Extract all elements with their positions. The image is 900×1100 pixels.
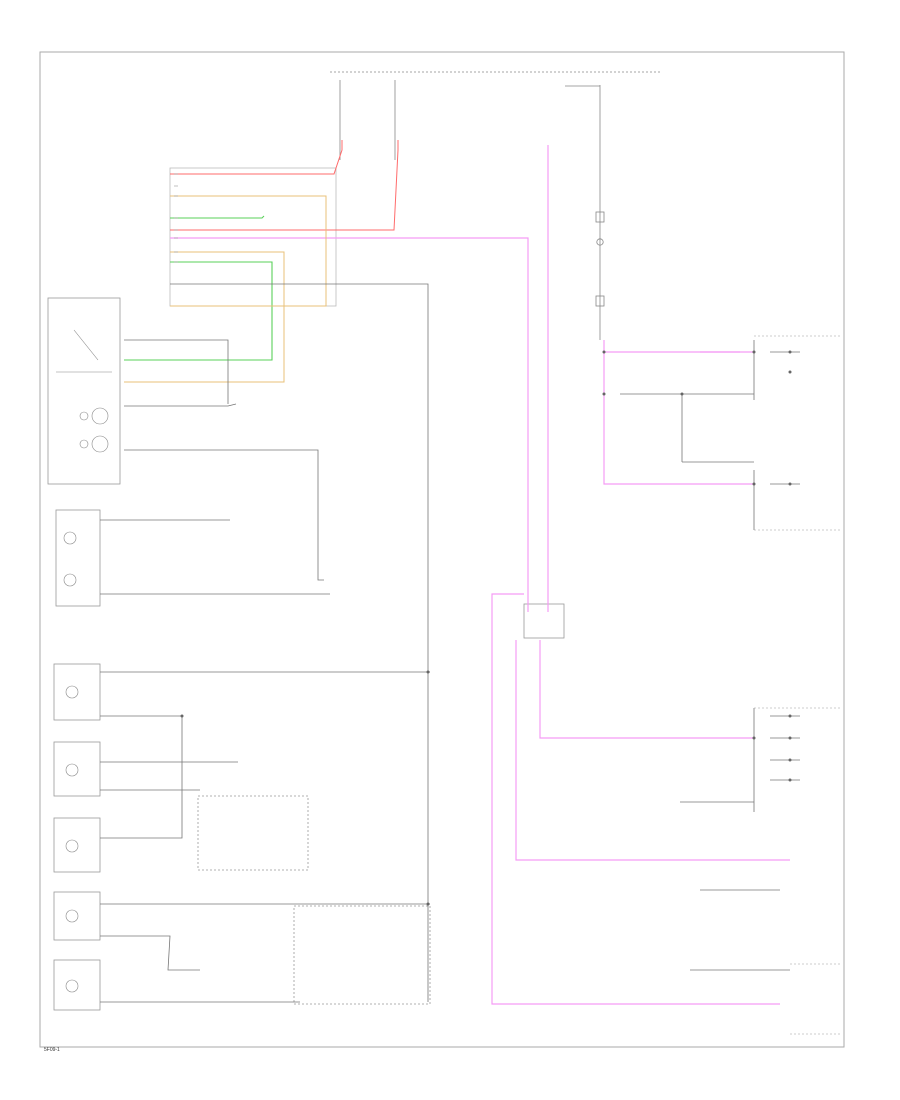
component-outlines xyxy=(47,167,565,1011)
splice-dots xyxy=(180,350,792,906)
wire-tan xyxy=(124,195,327,383)
pin-marks xyxy=(174,173,178,285)
switch-glyphs xyxy=(56,329,112,993)
top-fuse-feeds xyxy=(330,71,660,340)
wire-red xyxy=(170,140,399,231)
wire-green xyxy=(124,215,273,361)
wire-gray xyxy=(100,283,800,1003)
footer-code: 5F09-1 xyxy=(44,1047,60,1053)
wire-magenta xyxy=(170,145,790,1005)
diagram-frame xyxy=(39,51,845,1048)
right-components xyxy=(754,335,840,1035)
